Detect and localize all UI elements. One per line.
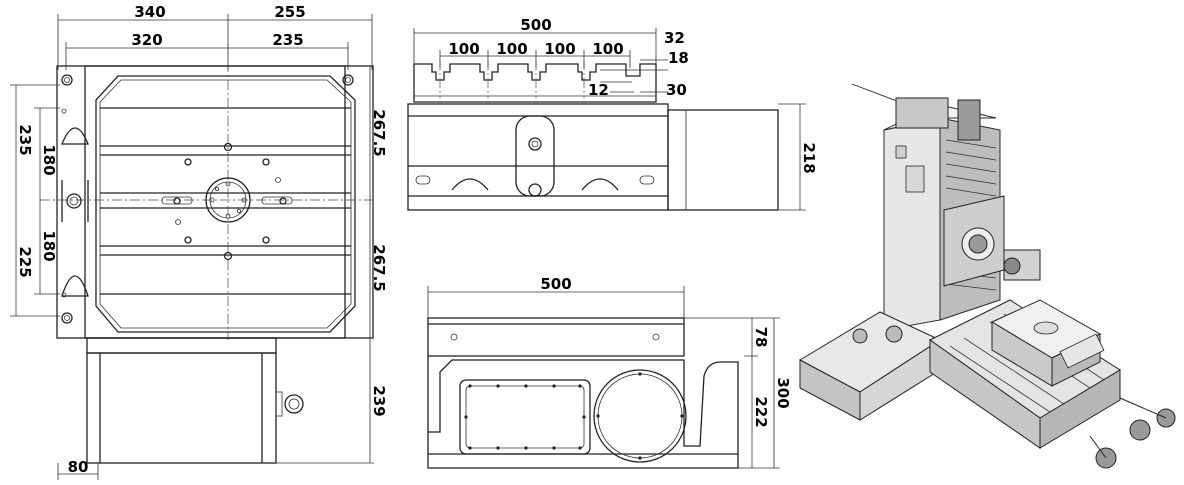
dim-300: 300 [774, 377, 792, 408]
dim-218: 218 [800, 142, 818, 173]
dim-267-5-upper: 267.5 [370, 109, 388, 156]
dim-255: 255 [274, 3, 305, 21]
dim-100-c: 100 [544, 40, 575, 58]
dim-18: 18 [668, 49, 689, 67]
side-view [427, 286, 780, 469]
dim-235-left: 235 [16, 124, 34, 155]
dim-12: 12 [588, 81, 609, 99]
dim-100-b: 100 [496, 40, 527, 58]
dim-100-d: 100 [592, 40, 623, 58]
dim-235-top: 235 [272, 31, 303, 49]
dim-32: 32 [664, 29, 685, 47]
dim-320: 320 [131, 31, 162, 49]
dim-267-5-lower: 267.5 [370, 244, 388, 291]
front-view [407, 28, 806, 211]
dim-30: 30 [666, 81, 687, 99]
dim-222: 222 [752, 396, 770, 427]
top-view [10, 14, 374, 480]
dim-80: 80 [68, 458, 89, 476]
dim-78: 78 [752, 327, 770, 348]
dim-180-upper: 180 [40, 144, 58, 175]
isometric-machine-illustration [798, 83, 1176, 469]
dim-100-a: 100 [448, 40, 479, 58]
dim-180-lower: 180 [40, 230, 58, 261]
dim-225: 225 [16, 246, 34, 277]
dim-500-side: 500 [540, 275, 571, 293]
dim-239: 239 [370, 385, 388, 416]
dim-340: 340 [134, 3, 165, 21]
dim-500-front: 500 [520, 16, 551, 34]
